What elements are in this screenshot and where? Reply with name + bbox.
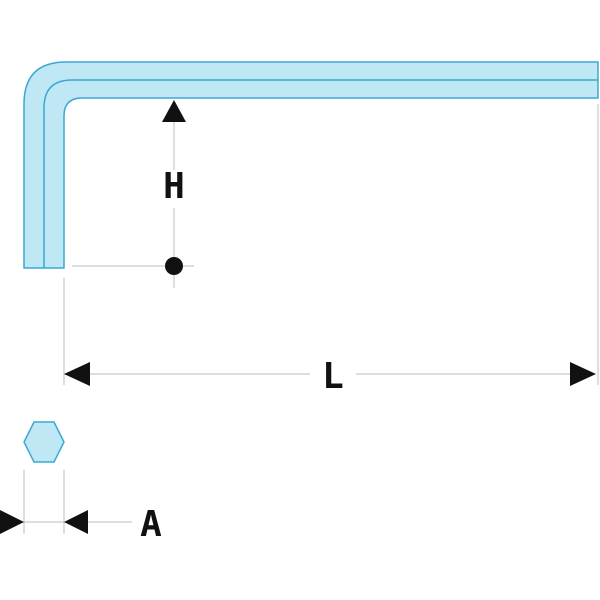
across-flats-arrowhead-right <box>64 510 88 534</box>
across-flats-dimension: A <box>0 470 162 545</box>
length-arrowhead-right <box>570 362 596 386</box>
hexagon-section-icon <box>23 421 65 463</box>
hex-key-side-view <box>23 61 599 269</box>
reference-dot-icon <box>165 257 183 275</box>
hex-key-edge-line <box>43 79 598 268</box>
across-flats-label: A <box>140 504 162 545</box>
height-label: H <box>163 166 185 207</box>
length-label: L <box>322 356 344 397</box>
height-arrowhead <box>162 100 186 122</box>
height-dimension: H <box>72 100 194 288</box>
hex-key-body <box>23 61 599 269</box>
length-dimension: L <box>63 104 599 397</box>
length-arrowhead-left <box>64 362 90 386</box>
across-flats-arrowhead-left <box>0 510 24 534</box>
